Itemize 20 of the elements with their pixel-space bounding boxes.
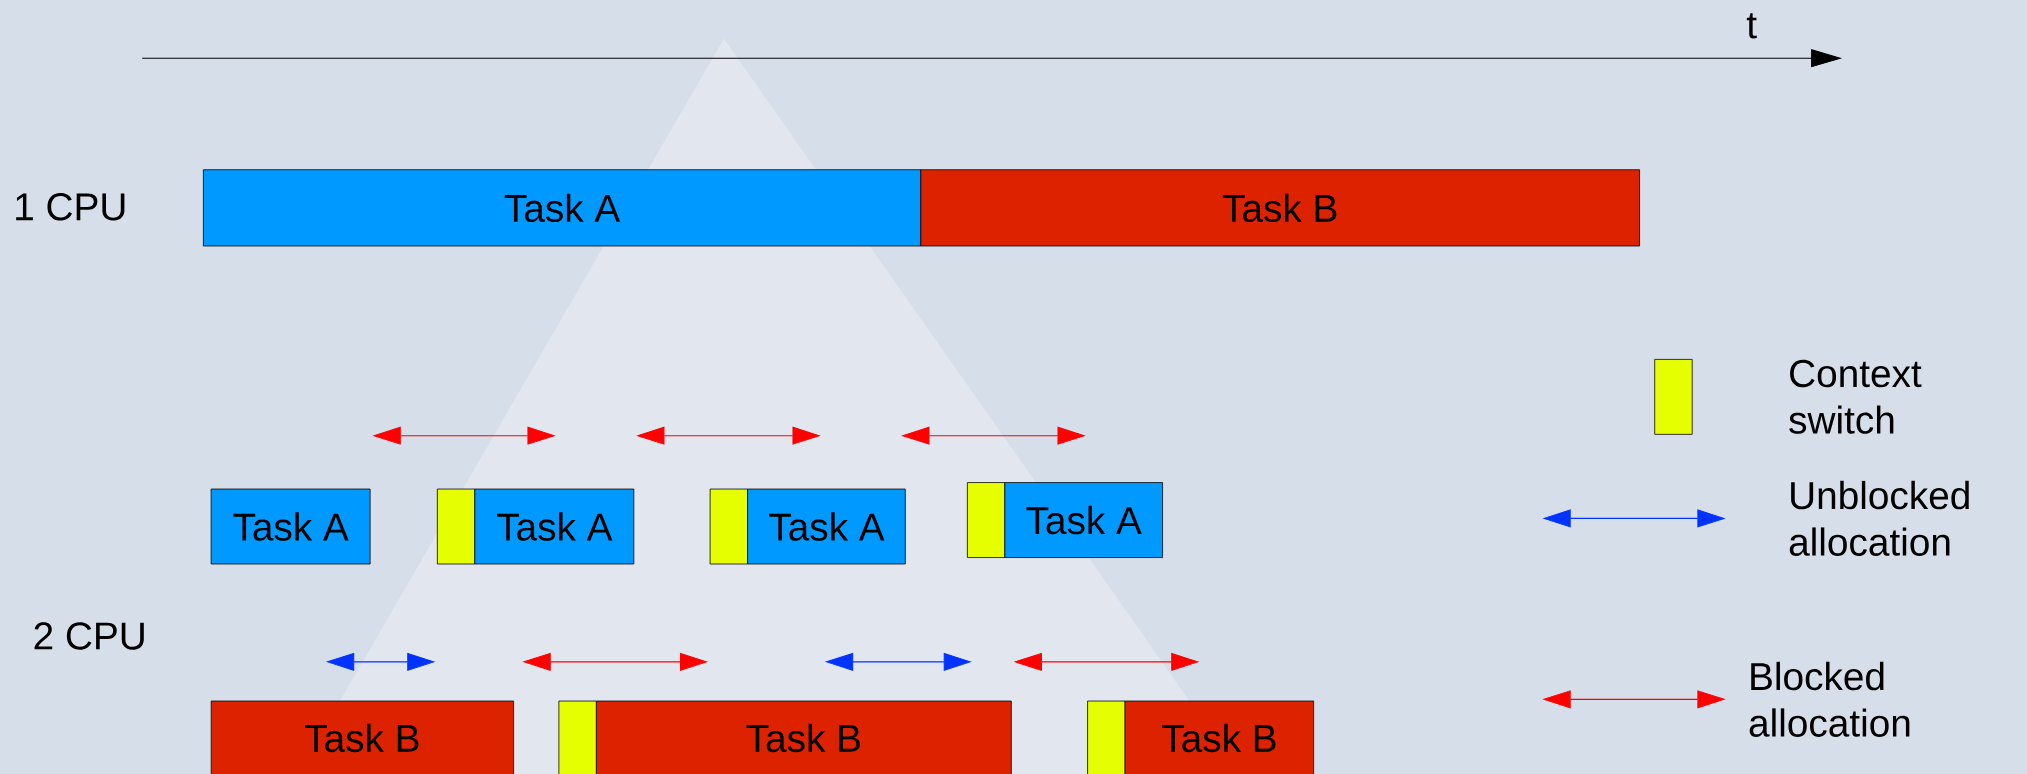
legend-text: Unblocked allocation xyxy=(1789,480,1969,556)
context-switch-box xyxy=(967,482,1006,558)
task-bar: Task A xyxy=(203,169,922,247)
context-switch-box xyxy=(558,700,597,774)
task-bar: Task B xyxy=(595,700,1012,774)
task-bar: Task A xyxy=(474,488,635,565)
axis-label: t xyxy=(1746,13,1757,39)
context-switch-box xyxy=(709,488,748,565)
task-bar: Task B xyxy=(920,169,1640,247)
context-switch-box xyxy=(1087,700,1126,774)
task-bar: Task B xyxy=(210,700,514,774)
row-label: 2 CPU xyxy=(34,622,144,650)
task-bar: Task A xyxy=(210,488,371,565)
task-bar: Task B xyxy=(1124,700,1315,774)
task-bar: Task A xyxy=(747,488,906,565)
task-bar: Task A xyxy=(1004,482,1163,558)
legend-text: Context switch xyxy=(1789,359,1922,434)
legend-text: Blocked allocation xyxy=(1749,661,1910,737)
row-label: 1 CPU xyxy=(16,192,125,221)
context-switch-box xyxy=(436,488,476,565)
